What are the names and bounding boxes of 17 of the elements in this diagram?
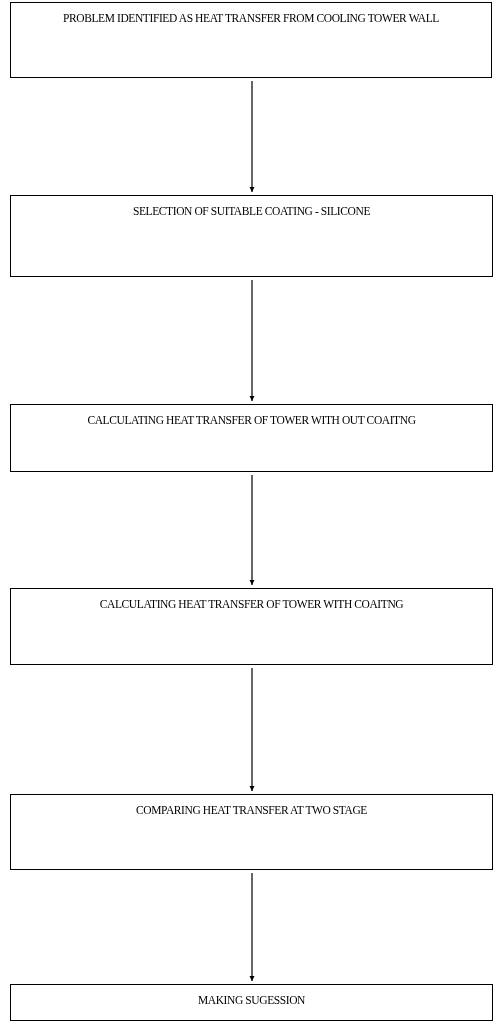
process-box [10,984,493,1021]
arrow [249,80,255,193]
arrow [249,279,255,402]
arrow [249,872,255,982]
box-text: PROBLEM IDENTIFIED AS HEAT TRANSFER FROM COOLING TOWER WALL [62,11,440,26]
box-text: SELECTION OF SUITABLE COATING - SILICONE [132,204,371,219]
process-box [10,794,493,870]
box-text: COMPARING HEAT TRANSFER AT TWO STAGE [135,803,368,818]
box-text: CALCULATING HEAT TRANSFER OF TOWER WITH COAITNG [98,597,405,612]
process-box [10,2,492,78]
process-box [10,195,493,277]
process-box [10,404,493,472]
arrow [249,474,255,586]
process-box [10,588,493,665]
box-text: CALCULATING HEAT TRANSFER OF TOWER WITH OUT COAITNG [86,413,417,428]
arrow [249,667,255,792]
box-text: MAKING SUGESSION [197,993,306,1008]
